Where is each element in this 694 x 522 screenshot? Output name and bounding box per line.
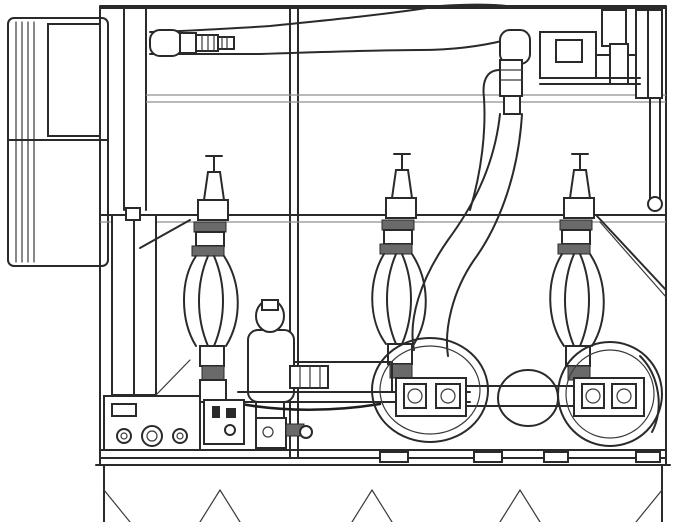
electrical-box (7, 17, 109, 267)
top-right-valve-assembly (499, 9, 663, 212)
pump-station-1 (183, 155, 239, 403)
control-panel-bottom-left (103, 395, 313, 451)
top-supply-hose (149, 3, 521, 57)
base-stand (103, 464, 663, 522)
lower-manifold (228, 299, 645, 427)
center-discharge-hose (411, 59, 523, 357)
left-support-post (111, 207, 191, 396)
floor-feet (379, 451, 661, 463)
pump-station-2 (371, 153, 427, 379)
pump-station-3 (549, 153, 605, 381)
drive-wheels (371, 337, 663, 447)
